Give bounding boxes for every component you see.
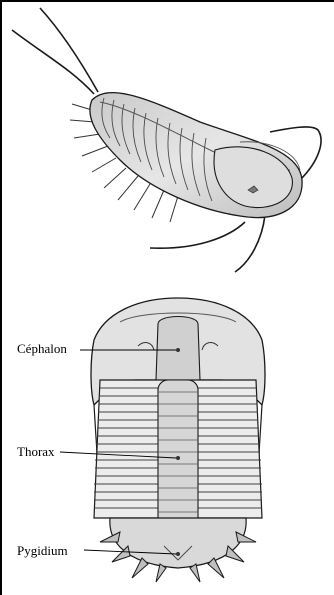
trilobite-side-view [0,0,334,280]
antenna-left-2 [12,30,94,94]
label-cephalon: Céphalon [17,342,67,356]
label-thorax: Thorax [17,445,55,459]
antenna-left-1 [40,8,98,92]
cercus-bottom-1 [235,215,265,272]
trilobite-side-drawing [0,0,334,280]
cercus-bottom-2 [150,222,245,248]
label-pygidium: Pygidium [17,544,68,558]
